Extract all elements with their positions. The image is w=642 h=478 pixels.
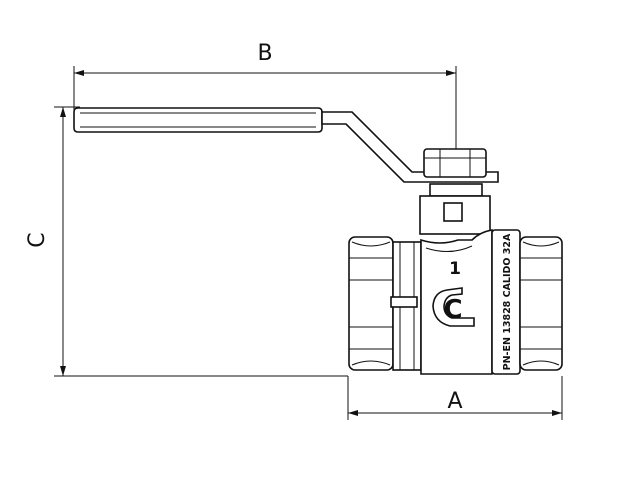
dimension-a-label: A (447, 389, 462, 414)
logo-mark: C (443, 295, 462, 325)
body-side-marking: PN-EN 13828 CALIDO 32A (502, 233, 513, 370)
right-thread-end (519, 236, 563, 371)
body-number-mark: 1 (449, 259, 461, 279)
left-thread-end (348, 236, 394, 371)
marking-band: PN-EN 13828 CALIDO 32A (491, 229, 521, 375)
stem-nut (419, 148, 491, 235)
lever-handle (73, 107, 499, 183)
left-neck (390, 241, 422, 371)
dimension-c-label: C (25, 232, 50, 247)
dimension-a: A (347, 376, 563, 420)
dimension-c: C (25, 106, 348, 377)
dimension-b: B (73, 41, 457, 152)
dimension-b-label: B (257, 41, 272, 66)
valve-body: C 1 (420, 229, 493, 375)
